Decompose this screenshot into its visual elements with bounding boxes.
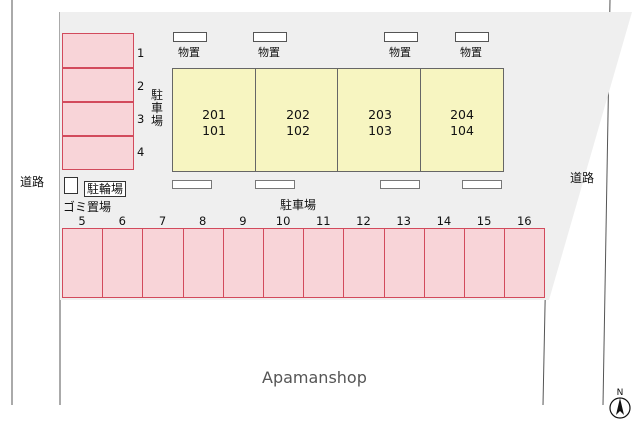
storage-shed-4	[455, 32, 489, 42]
parking-space-8	[182, 228, 224, 298]
space-number-1: 1	[137, 46, 145, 60]
space-number-5: 5	[78, 214, 86, 228]
space-number-4: 4	[137, 145, 145, 159]
unit-column-1	[172, 68, 256, 172]
storage-label-2: 物置	[258, 46, 280, 59]
parking-space-13	[383, 228, 425, 298]
parking-space-3	[62, 102, 134, 136]
parking-label-vertical: 駐車場	[150, 88, 163, 128]
parking-space-14	[423, 228, 465, 298]
space-number-15: 15	[476, 214, 492, 228]
bicycle-parking-label: 駐輪場	[84, 181, 127, 197]
parking-space-2	[62, 68, 134, 102]
parking-space-15	[464, 228, 506, 298]
entrance-step-2	[255, 180, 295, 189]
parking-space-5	[62, 228, 104, 298]
space-number-8: 8	[199, 214, 207, 228]
parking-space-11	[303, 228, 345, 298]
space-number-16: 16	[516, 214, 532, 228]
space-number-11: 11	[315, 214, 331, 228]
unit-column-3	[338, 68, 421, 172]
unit-upper-number: 201	[202, 107, 226, 122]
space-number-14: 14	[436, 214, 452, 228]
unit-label-3: 203 103	[338, 107, 422, 139]
unit-lower-number: 103	[368, 123, 392, 138]
unit-lower-number: 104	[450, 123, 474, 138]
road-label-left: 道路	[20, 175, 45, 189]
space-number-12: 12	[356, 214, 371, 228]
bicycle-parking-box	[64, 177, 78, 194]
unit-label-4: 204 104	[420, 107, 504, 139]
entrance-step-4	[462, 180, 502, 189]
space-number-13: 13	[396, 214, 411, 228]
parking-space-9	[222, 228, 264, 298]
parking-space-16	[504, 228, 546, 298]
parking-space-1	[62, 33, 134, 68]
storage-shed-3	[384, 32, 418, 42]
space-number-10: 10	[275, 214, 291, 228]
unit-lower-number: 101	[202, 123, 226, 138]
unit-label-2: 202 102	[256, 107, 340, 139]
parking-label-main: 駐車場	[280, 198, 317, 212]
north-compass-icon: N	[609, 388, 631, 419]
unit-label-1: 201 101	[172, 107, 256, 139]
compass-label: N	[617, 388, 624, 398]
unit-upper-number: 203	[368, 107, 392, 122]
storage-shed-2	[253, 32, 287, 42]
parking-space-6	[102, 228, 144, 298]
storage-label-4: 物置	[460, 46, 482, 59]
space-number-2: 2	[137, 79, 145, 93]
entrance-step-3	[380, 180, 420, 189]
apartment-building	[172, 68, 504, 172]
space-number-9: 9	[239, 214, 247, 228]
road-label-right: 道路	[570, 171, 595, 185]
storage-label-3: 物置	[389, 46, 411, 59]
parking-space-4	[62, 136, 134, 170]
space-number-6: 6	[118, 214, 126, 228]
space-number-3: 3	[137, 112, 145, 126]
unit-upper-number: 202	[286, 107, 310, 122]
unit-lower-number: 102	[286, 123, 310, 138]
entrance-step-1	[172, 180, 212, 189]
watermark: Apamanshop	[262, 368, 367, 387]
parking-space-12	[343, 228, 385, 298]
garbage-area-label: ゴミ置場	[63, 200, 112, 214]
space-number-7: 7	[158, 214, 167, 228]
unit-column-2	[256, 68, 338, 172]
parking-space-7	[142, 228, 184, 298]
storage-shed-1	[173, 32, 207, 42]
storage-label-1: 物置	[178, 46, 200, 59]
parking-space-10	[263, 228, 305, 298]
unit-upper-number: 204	[450, 107, 474, 122]
